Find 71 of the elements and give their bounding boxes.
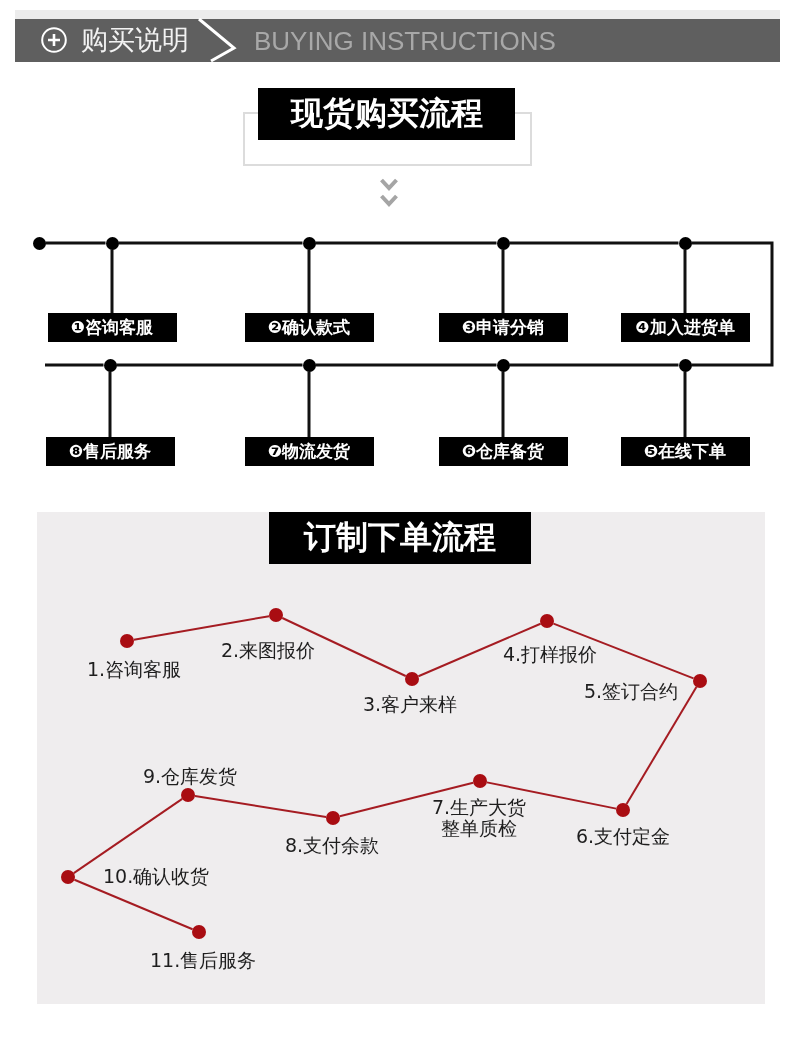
step-caption: 3.客户来样 bbox=[363, 693, 458, 715]
step-tag: ❷确认款式 bbox=[244, 313, 374, 342]
timeline-dot bbox=[32, 236, 46, 250]
flow-panel bbox=[37, 512, 765, 1004]
timeline-line bbox=[116, 363, 303, 367]
step-caption: 1.咨询客服 bbox=[87, 658, 182, 680]
step-caption: 8.支付余款 bbox=[285, 834, 380, 856]
timeline-line bbox=[45, 241, 106, 245]
flow-line bbox=[338, 781, 475, 818]
section-heading: 订制下单流程 bbox=[269, 512, 531, 564]
step-tag: ❹加入进货单 bbox=[620, 313, 750, 342]
step-dot bbox=[192, 925, 206, 939]
timeline-dot bbox=[302, 236, 316, 250]
step-caption: 5.签订合约 bbox=[584, 680, 679, 702]
step-dot bbox=[326, 811, 340, 825]
step-tag: ❸申请分销 bbox=[438, 313, 568, 342]
connector-line bbox=[307, 249, 311, 313]
step-dot bbox=[540, 614, 554, 628]
timeline-dot bbox=[496, 236, 510, 250]
flow-line bbox=[552, 622, 695, 680]
flow-line bbox=[72, 797, 184, 875]
step-tag: ❶咨询客服 bbox=[47, 313, 177, 342]
step-dot bbox=[473, 774, 487, 788]
step-caption: 11.售后服务 bbox=[150, 949, 257, 971]
step-tag: ❼物流发货 bbox=[244, 437, 374, 466]
step-dot bbox=[405, 672, 419, 686]
timeline-line bbox=[509, 363, 679, 367]
timeline-line bbox=[509, 241, 679, 245]
step-dot bbox=[120, 634, 134, 648]
flow-line bbox=[73, 878, 194, 931]
header-title: 购买说明 bbox=[81, 24, 189, 56]
step-caption: 2.来图报价 bbox=[221, 639, 316, 661]
flow-line bbox=[417, 622, 542, 678]
timeline-dot bbox=[105, 236, 119, 250]
step-dot bbox=[269, 608, 283, 622]
timeline-dot bbox=[678, 358, 692, 372]
step-caption: 10.确认收货 bbox=[103, 865, 210, 887]
connector-line bbox=[307, 371, 311, 437]
flow-line bbox=[132, 615, 271, 641]
flow-line bbox=[625, 686, 698, 805]
timeline-dot bbox=[678, 236, 692, 250]
step-caption: 4.打样报价 bbox=[503, 643, 598, 665]
connector-line bbox=[501, 371, 505, 437]
step-tag: ❽售后服务 bbox=[45, 437, 175, 466]
timeline-line bbox=[118, 241, 303, 245]
timeline-line bbox=[315, 241, 497, 245]
connector-line bbox=[683, 371, 687, 437]
connector-line bbox=[110, 249, 114, 313]
step-tag: ❺在线下单 bbox=[620, 437, 750, 466]
step-tag: ❻仓库备货 bbox=[438, 437, 568, 466]
step-caption: 6.支付定金 bbox=[576, 825, 671, 847]
connector-line bbox=[501, 249, 505, 313]
header-subtitle: BUYING INSTRUCTIONS bbox=[254, 25, 556, 58]
step-dot bbox=[181, 788, 195, 802]
section-heading: 现货购买流程 bbox=[258, 88, 515, 140]
timeline-line bbox=[315, 363, 497, 367]
flow-line bbox=[485, 781, 618, 810]
connector-line bbox=[683, 249, 687, 313]
timeline-dot bbox=[103, 358, 117, 372]
connector-line bbox=[108, 371, 112, 437]
timeline-dot bbox=[302, 358, 316, 372]
timeline-dot bbox=[496, 358, 510, 372]
step-dot bbox=[616, 803, 630, 817]
flow-line bbox=[193, 795, 328, 818]
step-caption: 7.生产大货整单质检 bbox=[430, 797, 528, 839]
timeline-line bbox=[45, 363, 104, 367]
timeline-line bbox=[691, 241, 774, 367]
flow-line bbox=[281, 617, 407, 677]
step-dot bbox=[693, 674, 707, 688]
step-caption: 9.仓库发货 bbox=[143, 765, 238, 787]
step-dot bbox=[61, 870, 75, 884]
